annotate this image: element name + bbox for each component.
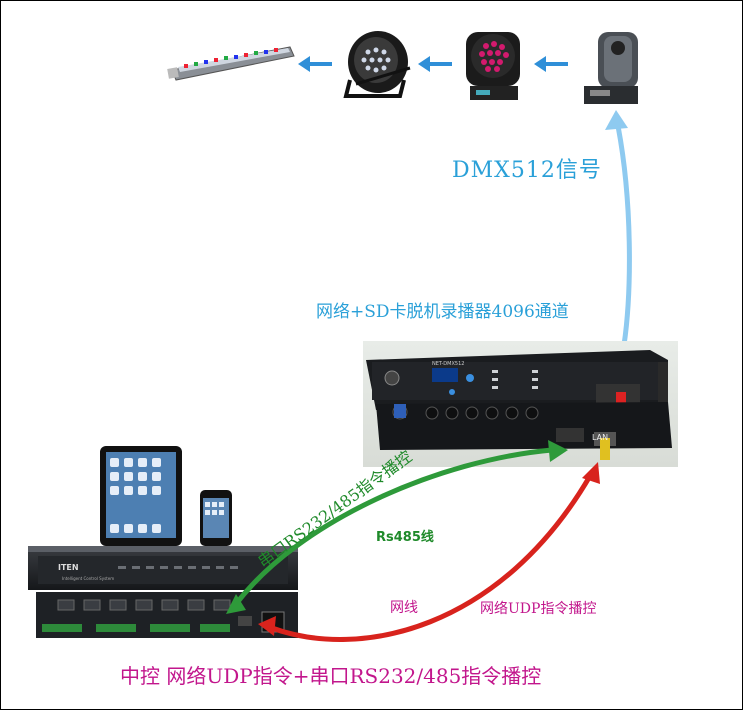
- par-can-light: [343, 31, 411, 98]
- network-double-arrow: [258, 462, 600, 642]
- udp-control-label: 网络UDP指令播控: [480, 601, 597, 617]
- ipad-device: [100, 446, 182, 546]
- arrow-left-3: [534, 56, 568, 72]
- recorder-model-label: NET-DMX512: [432, 361, 464, 367]
- controller-brand: ITEN: [58, 563, 79, 572]
- led-moving-head-wash: [466, 32, 520, 100]
- led-wall-washer: [167, 46, 295, 81]
- dmx-signal-arrow: [605, 110, 632, 346]
- lan-port-label: LAN: [592, 433, 608, 442]
- recorder-label: 网络+SD卡脱机录播器4096通道: [316, 302, 569, 322]
- network-cable-label: 网线: [390, 600, 418, 616]
- rs485-double-arrow: [226, 440, 568, 614]
- bottom-caption: 中控 网络UDP指令+串口RS232/485指令播控: [120, 664, 542, 688]
- arrow-left-1: [298, 56, 332, 72]
- moving-head-spot: [584, 32, 638, 104]
- recorder-device-photo: LAN NET-DMX512: [363, 341, 678, 467]
- controller-subtitle: Intelligent Control System: [62, 576, 114, 581]
- dmx-signal-label: DMX512信号: [452, 158, 602, 183]
- iphone-device: [200, 490, 232, 546]
- rs485-cable-label: Rs485线: [376, 530, 434, 545]
- arrow-left-2: [418, 56, 452, 72]
